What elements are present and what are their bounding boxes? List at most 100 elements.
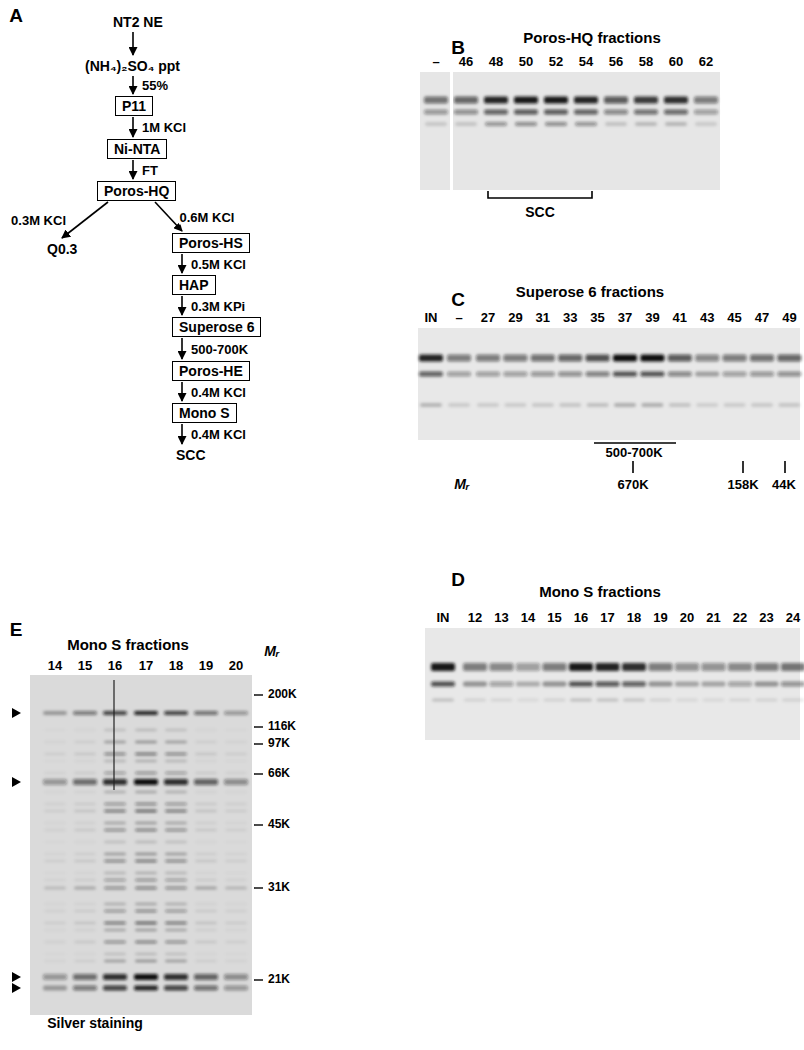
figure-label: 29 [508, 311, 522, 325]
figure-label: 60 [669, 55, 683, 69]
gel-band [545, 122, 567, 126]
gel-band [135, 760, 157, 763]
node-text: NT2 NE [113, 14, 163, 30]
gel-band [135, 822, 157, 825]
gel-band [135, 929, 157, 932]
gel-band [104, 929, 126, 932]
gel-band [44, 879, 66, 882]
figure-label: 16 [108, 659, 122, 673]
gel-band [44, 841, 66, 844]
gel-band [165, 841, 187, 844]
gel-band [165, 729, 187, 732]
panel-letter: C [451, 290, 465, 311]
gel-band [104, 879, 126, 882]
figure-label: 200K [268, 688, 297, 701]
gel-band [104, 860, 126, 863]
gel-band [665, 122, 687, 126]
gel-band [225, 741, 247, 744]
gel-band [425, 122, 447, 126]
figure-label: 33 [563, 311, 577, 325]
gel-band [751, 403, 773, 407]
gel-band [74, 903, 96, 906]
gel-band [640, 372, 664, 377]
node-text: Ni-NTA [114, 141, 160, 157]
gel-band [729, 699, 751, 702]
process-box: HAP [172, 275, 216, 295]
node-text: P11 [122, 98, 146, 114]
gel-band [431, 682, 455, 687]
process-box: Mono S [172, 403, 237, 423]
band-arrowhead [12, 708, 21, 718]
gel-band [517, 699, 539, 702]
gel-band [74, 860, 96, 863]
gel-band [44, 960, 66, 963]
gel-band [74, 829, 96, 832]
gel-band [778, 403, 800, 407]
gel-band [44, 922, 66, 925]
gel-band [74, 841, 96, 844]
gel-band [195, 760, 217, 763]
gel-band [44, 941, 66, 944]
node-text: Poros-HS [179, 235, 243, 251]
gel-band [104, 910, 126, 913]
gel-band [44, 772, 66, 775]
gel-band [447, 372, 471, 377]
gel-band [135, 741, 157, 744]
flow-arrow [132, 117, 134, 137]
gel-band [73, 974, 97, 980]
process-box: Poros-HQ [97, 181, 176, 201]
node-text: SCC [176, 447, 206, 463]
gel-band [225, 860, 247, 863]
process-box: Ni-NTA [107, 139, 167, 159]
gel-band [514, 97, 538, 104]
gel-band [195, 960, 217, 963]
gel-band [74, 960, 96, 963]
node-text: Poros-HQ [104, 183, 169, 199]
gel-band [135, 860, 157, 863]
gel-band [596, 663, 620, 671]
gel-band [135, 922, 157, 925]
gel-band [195, 729, 217, 732]
figure-label: 17 [600, 611, 614, 625]
gel-band [569, 663, 593, 671]
gel-band [74, 853, 96, 856]
process-text: Q0.3 [45, 240, 79, 258]
gel-band [477, 403, 499, 407]
gel-band [597, 699, 619, 702]
gel-band [195, 772, 217, 775]
figure-label: 15 [547, 611, 561, 625]
figure-label: Silver staining [47, 1016, 143, 1031]
gel-band [165, 803, 187, 806]
gel-band [570, 699, 592, 702]
gel-band [448, 403, 470, 407]
gel-band [165, 929, 187, 932]
figure-label: 21 [706, 611, 720, 625]
gel-band [195, 791, 217, 794]
gel-band [104, 887, 126, 890]
figure-label: 97K [268, 737, 290, 750]
gel-band [73, 986, 97, 991]
gel-band [74, 879, 96, 882]
gel-band [476, 355, 500, 362]
figure-label: 43 [700, 311, 714, 325]
gel-band [104, 872, 126, 875]
gel-band [195, 910, 217, 913]
gel-band [164, 711, 188, 715]
gel-band [135, 803, 157, 806]
gel-band [194, 974, 218, 980]
gel-band [44, 791, 66, 794]
flow-arrow [181, 296, 183, 315]
gel-band [165, 822, 187, 825]
figure-label: 20 [229, 659, 243, 673]
gel-band [777, 372, 801, 377]
gel-band [543, 682, 567, 687]
gel-band [668, 372, 692, 377]
gel-band [614, 403, 636, 407]
gel-band [195, 803, 217, 806]
edge-label: 500-700K [190, 341, 249, 356]
figure-label: 48 [489, 55, 503, 69]
gel-band [424, 110, 448, 115]
gel-band [225, 922, 247, 925]
gel-band [225, 941, 247, 944]
figure-label: Mᵣ [264, 644, 280, 659]
